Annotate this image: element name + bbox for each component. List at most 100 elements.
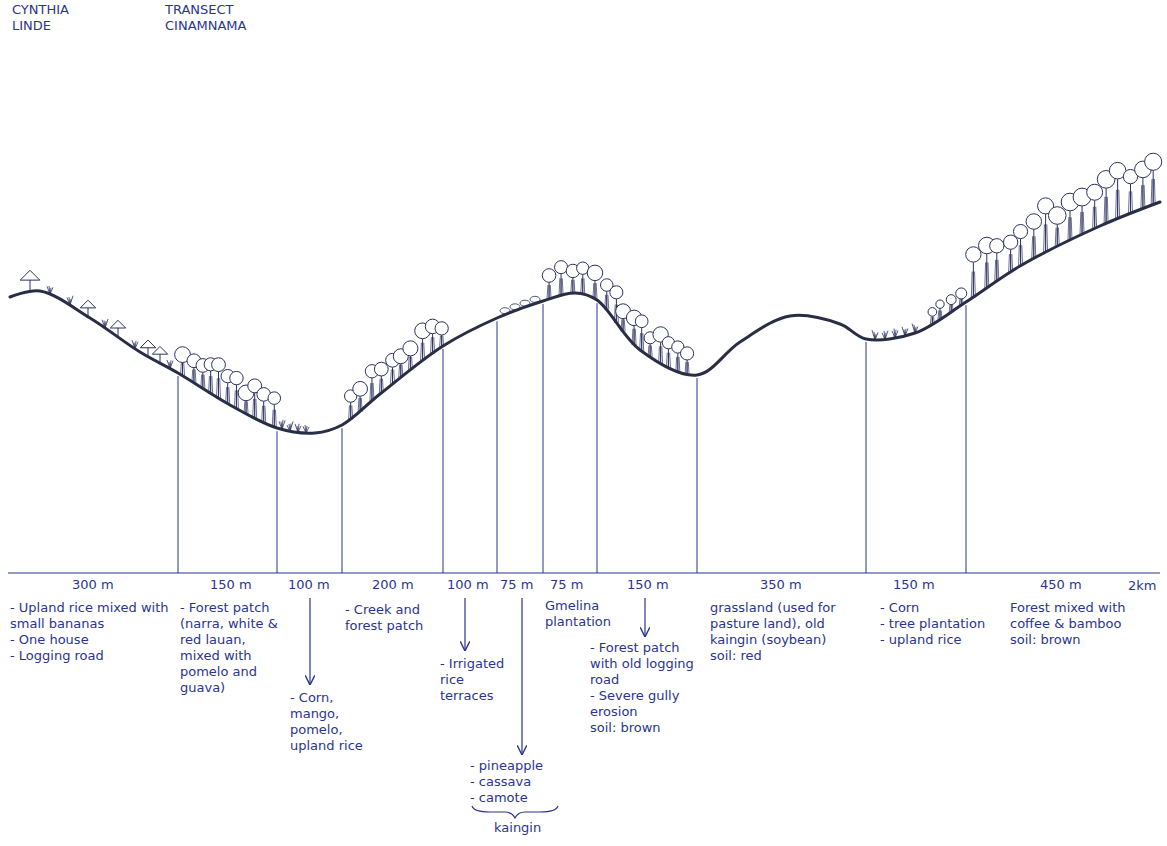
land-use-note: - Forest patch (narra, white & red lauan… (180, 600, 285, 696)
undergrowth-stroke (195, 369, 197, 382)
tree-trunk (350, 402, 351, 419)
tree-trunk (1130, 184, 1131, 214)
tree (662, 337, 674, 368)
undergrowth-stroke (1018, 245, 1020, 265)
tree-crown (268, 392, 281, 405)
tree-crown (635, 315, 648, 328)
undergrowth-stroke (274, 410, 275, 427)
segment-divider (178, 376, 179, 573)
undergrowth-stroke (211, 376, 213, 394)
land-use-note: - One house (10, 632, 170, 648)
undergrowth-stroke (1067, 217, 1069, 240)
land-use-note: - Corn (880, 600, 990, 616)
tree (542, 269, 556, 300)
tree-trunk (594, 281, 595, 299)
undergrowth-stroke (1153, 179, 1154, 205)
undergrowth-stroke (408, 357, 410, 370)
undergrowth-stroke (430, 337, 432, 353)
undergrowth-stroke (264, 406, 266, 423)
tree-trunk (1117, 179, 1118, 219)
segment-divider (697, 378, 698, 573)
tree (577, 262, 589, 294)
undergrowth-stroke (227, 387, 228, 404)
undergrowth-stroke (1118, 190, 1120, 219)
tree-trunk (227, 383, 228, 404)
undergrowth-stroke (202, 375, 203, 389)
undergrowth-stroke (392, 370, 393, 384)
label-group: 450 m (1040, 577, 1082, 593)
undergrowth-stroke (193, 369, 194, 382)
segment-divider (443, 349, 444, 573)
banana-crown (80, 300, 95, 308)
banana-crown (152, 346, 167, 354)
undergrowth-stroke (1035, 236, 1037, 258)
tree-crown (1048, 207, 1066, 225)
tree (1123, 169, 1137, 213)
undergrowth-stroke (358, 398, 360, 412)
undergrowth-stroke (210, 376, 211, 394)
tree-trunk (1082, 206, 1083, 234)
undergrowth-stroke (379, 379, 381, 393)
land-use-note: Forest mixed with coffee & bamboo (1010, 600, 1155, 632)
undergrowth-stroke (660, 346, 661, 364)
undergrowth-stroke (1045, 224, 1046, 252)
tree (1145, 153, 1162, 205)
tree-trunk (582, 274, 583, 293)
segment-divider (597, 303, 598, 573)
tree (966, 247, 981, 297)
tree-crown (587, 265, 602, 280)
distance-label: 300 m (72, 577, 114, 593)
banana-crown (110, 320, 125, 328)
undergrowth-stroke (263, 406, 264, 423)
undergrowth-stroke (1128, 191, 1130, 213)
tree-crown (680, 347, 693, 360)
label-group: CYNTHIA LINDE (12, 2, 92, 34)
distance-label: 2km (1128, 578, 1156, 594)
pointer-arrow (464, 598, 465, 650)
undergrowth-stroke (635, 329, 637, 345)
undergrowth-stroke (987, 262, 989, 287)
terrain-profile (10, 202, 1160, 433)
undergrowth-stroke (369, 383, 371, 401)
label-group: Gmelina plantation (545, 598, 625, 630)
undergrowth-stroke (574, 280, 576, 293)
tree-trunk (236, 385, 237, 409)
segment-divider (277, 431, 278, 573)
land-use-note: - cassava (470, 774, 565, 790)
tree-trunk (400, 364, 401, 377)
tree-trunk (392, 367, 393, 384)
tree-crown (403, 341, 418, 356)
tree-trunk (274, 404, 275, 427)
tree-trunk (1094, 200, 1095, 228)
tree-crown (1145, 153, 1162, 170)
undergrowth-stroke (677, 357, 678, 372)
undergrowth-stroke (687, 362, 688, 375)
undergrowth-stroke (549, 285, 550, 299)
undergrowth-stroke (641, 333, 642, 351)
tree-trunk (1033, 229, 1034, 258)
tree-trunk (687, 360, 688, 375)
undergrowth-stroke (1117, 190, 1118, 219)
undergrowth-stroke (679, 357, 681, 372)
grass-tuft (894, 328, 895, 338)
distance-label: 75 m (500, 577, 533, 593)
tree (1097, 171, 1115, 224)
tree-trunk (668, 349, 669, 368)
label-group: grassland (used for pasture land), old k… (710, 600, 860, 664)
tree-crown (990, 239, 1004, 253)
undergrowth-stroke (561, 278, 562, 295)
undergrowth-stroke (974, 272, 976, 298)
undergrowth-stroke (1008, 254, 1010, 272)
undergrowth-stroke (688, 362, 690, 375)
tree-crown (928, 308, 937, 317)
segment-divider (543, 304, 544, 573)
tree-crown (353, 381, 368, 396)
label-group: 2km (1128, 578, 1156, 594)
land-use-note: TRANSECT CINAMNAMA (165, 2, 275, 34)
undergrowth-stroke (1094, 207, 1095, 229)
segment-divider (966, 305, 967, 573)
pointer-arrow (521, 598, 522, 754)
segment-divider (866, 342, 867, 573)
